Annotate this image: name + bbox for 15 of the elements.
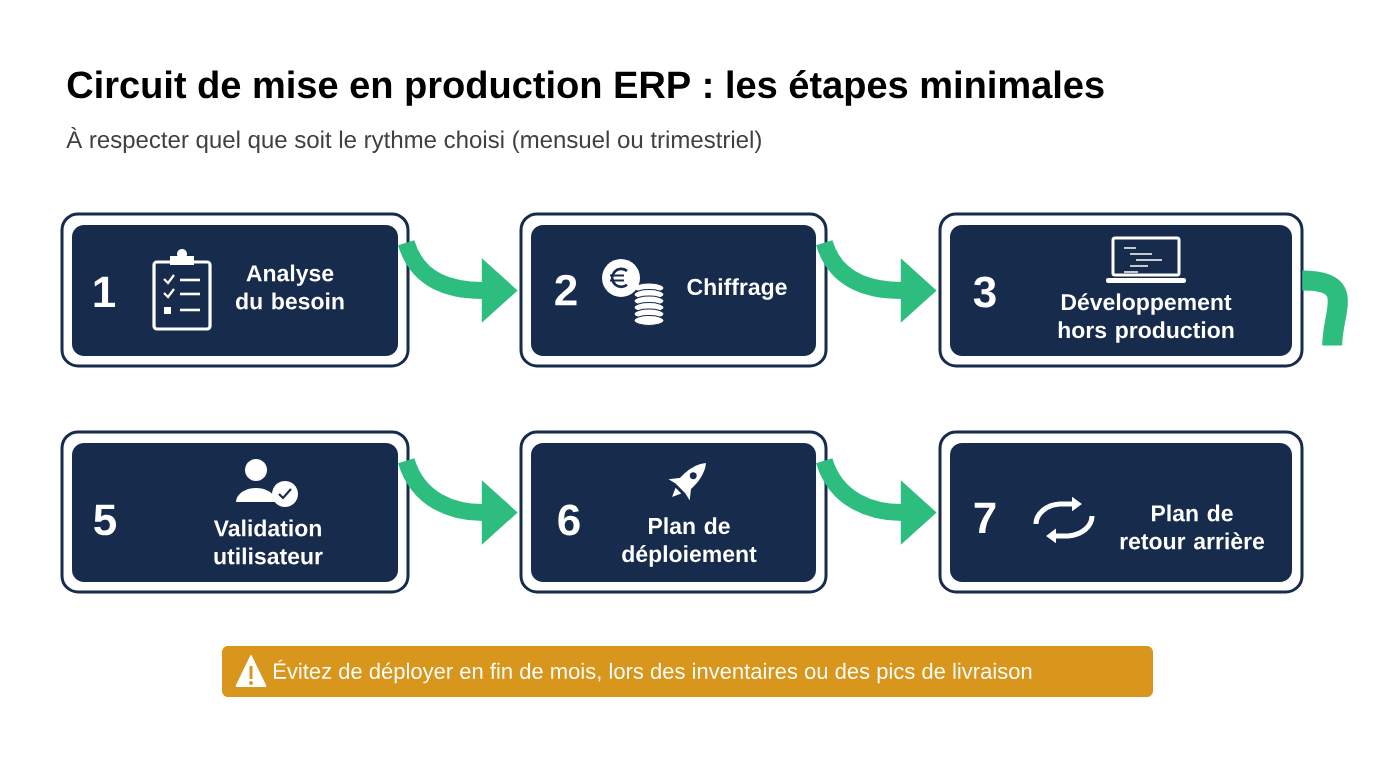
diagram-title: Circuit de mise en production ERP : les étapes minimales: [67, 70, 1104, 106]
step-title: Plan de déploiement: [622, 517, 757, 567]
step-title: Analyse du besoin: [236, 264, 344, 310]
step-title: Plan de retour arrière: [1120, 504, 1265, 550]
step-number: 5: [94, 504, 116, 536]
step-number: 2: [555, 274, 577, 306]
step-number: 1: [94, 276, 115, 308]
step-title: Développement hors production: [1058, 293, 1234, 343]
subtitle: À respecter quel que soit le rythme choisi (mensuel ou trimestriel): [66, 127, 761, 153]
step-title: Validation utilisateur: [213, 519, 323, 565]
step-number: 7: [974, 502, 996, 534]
step-title: Chiffrage: [687, 278, 787, 300]
step-number: 6: [558, 504, 580, 536]
step-number: 3: [973, 276, 996, 308]
warning-banner: Évitez de déployer en fin de mois, lors des inventaires ou des pics de livraison: [222, 646, 1153, 697]
